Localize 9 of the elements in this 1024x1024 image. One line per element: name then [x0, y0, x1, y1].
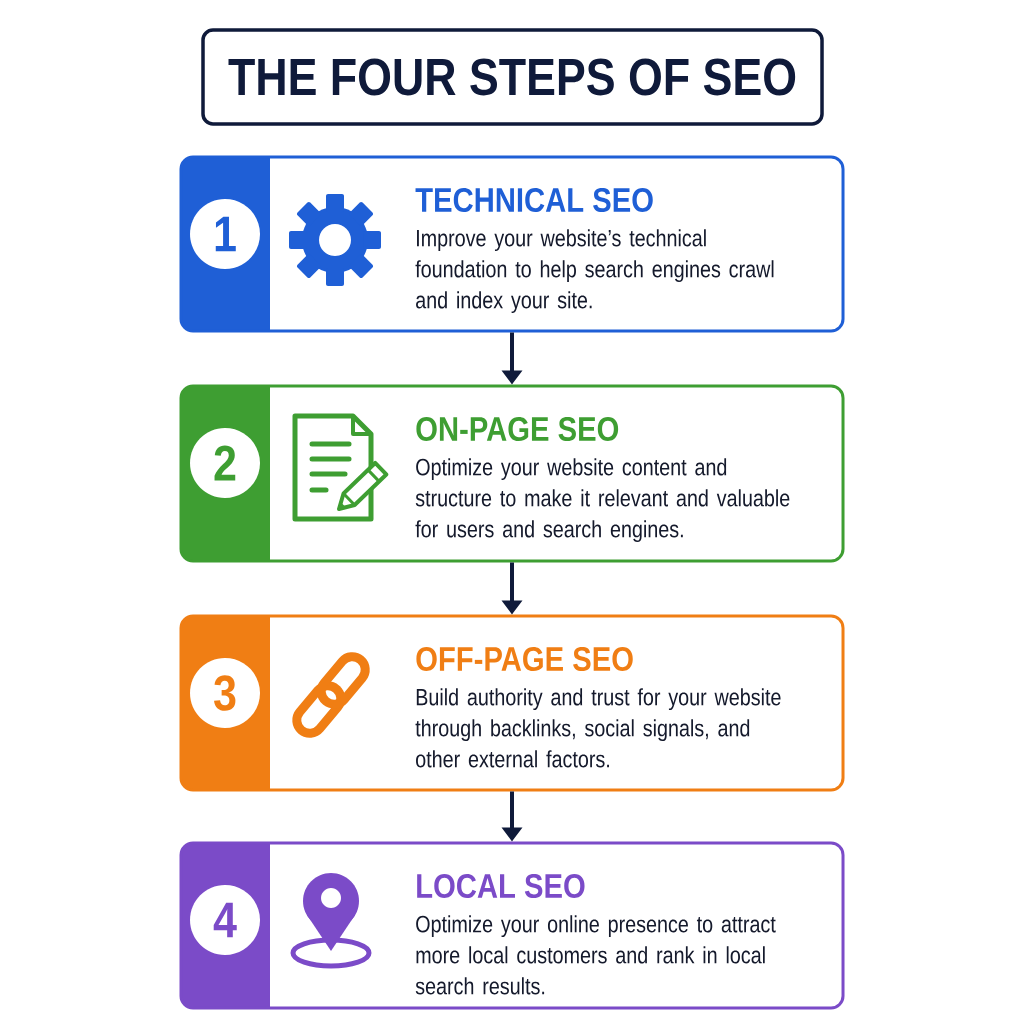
step-description: Improve your website’s technical foundation to help search engines crawl and index your site.: [415, 229, 774, 314]
step-heading: OFF-PAGE SEO: [416, 646, 633, 672]
step-heading: LOCAL SEO: [417, 873, 585, 899]
step-heading: TECHNICAL SEO: [415, 187, 653, 213]
step-description: Build authority and trust for your website through backlinks, social signals, and other external factors.: [415, 688, 781, 768]
title-box: THE FOUR STEPS OF SEO: [201, 28, 824, 126]
step-description: Optimize your online presence to attract more local customers and rank in local search results.: [415, 915, 776, 995]
step-heading: ON-PAGE SEO: [416, 416, 619, 442]
step-description: Optimize your website content and structure to make it relevant and valuable for users and search engines.: [415, 458, 790, 543]
